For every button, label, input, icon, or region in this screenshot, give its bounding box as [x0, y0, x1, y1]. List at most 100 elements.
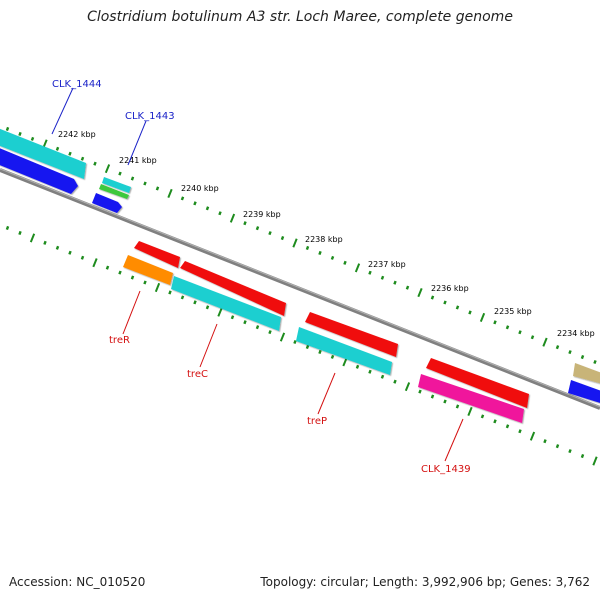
upper-minor-tick	[443, 300, 447, 305]
lower-major-tick	[467, 406, 473, 416]
lower-minor-tick	[168, 290, 172, 295]
tick-label-2240: 2240 kbp	[181, 184, 219, 193]
lower-minor-tick	[205, 305, 210, 310]
gene-clk-1443-rna[interactable]	[99, 184, 129, 199]
upper-major-tick	[542, 337, 548, 347]
upper-minor-tick	[530, 335, 535, 340]
lower-major-tick	[404, 382, 411, 392]
upper-minor-tick	[580, 354, 585, 360]
lower-minor-tick	[455, 404, 460, 409]
lower-minor-tick	[443, 399, 447, 404]
lower-minor-tick	[393, 379, 397, 384]
lower-minor-tick	[293, 339, 297, 345]
upper-minor-tick	[568, 350, 572, 355]
gene-tre-r-upper[interactable]	[134, 241, 180, 268]
leader-clk-1439	[444, 418, 464, 462]
tick-label-2235: 2235 kbp	[494, 307, 532, 316]
lower-major-tick	[279, 332, 286, 342]
upper-minor-tick	[193, 201, 197, 206]
lower-minor-tick	[368, 369, 372, 374]
upper-minor-tick	[143, 181, 147, 186]
genome-backbone	[0, 168, 600, 410]
lower-minor-tick	[543, 439, 547, 444]
upper-major-tick	[354, 263, 361, 273]
lower-major-tick	[529, 431, 536, 441]
upper-major-tick	[104, 164, 111, 174]
lower-minor-tick	[105, 265, 110, 270]
gene-label-tre-r[interactable]: treR	[109, 335, 130, 346]
gene-tre-c[interactable]	[171, 276, 281, 331]
gene-tre-p[interactable]	[296, 327, 392, 375]
gene-tre-c-red[interactable]	[180, 261, 286, 316]
leader-tre-p	[317, 372, 336, 415]
upper-minor-tick	[205, 206, 210, 211]
tick-label-2239: 2239 kbp	[243, 210, 281, 219]
lower-minor-tick	[243, 320, 247, 325]
lower-minor-tick	[130, 275, 135, 280]
upper-minor-tick	[493, 320, 497, 325]
upper-minor-tick	[118, 171, 122, 176]
lower-minor-tick	[568, 449, 572, 454]
upper-minor-tick	[5, 126, 10, 132]
lower-minor-tick	[193, 300, 197, 305]
upper-minor-tick	[93, 161, 97, 166]
upper-minor-tick	[30, 136, 35, 141]
lower-minor-tick	[580, 453, 585, 459]
tick-label-2238: 2238 kbp	[305, 235, 343, 244]
leader-tre-r	[122, 290, 141, 335]
gene-label-tre-c[interactable]: treC	[187, 369, 208, 380]
upper-minor-tick	[18, 131, 22, 137]
gene-clk-1444-cds[interactable]	[0, 121, 86, 179]
lower-minor-tick	[18, 230, 22, 236]
upper-minor-tick	[80, 156, 85, 161]
gene-label-tre-p[interactable]: treP	[307, 416, 327, 427]
upper-minor-tick	[255, 226, 260, 231]
upper-minor-tick	[330, 255, 335, 260]
lower-minor-tick	[55, 245, 60, 250]
gene-clk-1439-red[interactable]	[426, 358, 529, 408]
upper-minor-tick	[555, 345, 560, 350]
upper-minor-tick	[130, 176, 135, 181]
leader-clk-1443	[127, 120, 147, 166]
gene-label-clk-1444[interactable]: CLK_1444	[52, 79, 102, 90]
lower-minor-tick	[80, 255, 85, 260]
gene-clk-1439[interactable]	[418, 374, 524, 423]
lower-major-tick	[592, 456, 598, 466]
lower-minor-tick	[505, 424, 510, 429]
lower-minor-tick	[43, 240, 47, 245]
gene-clk-1443[interactable]	[92, 193, 122, 213]
gene-edge-khaki[interactable]	[573, 363, 600, 386]
upper-major-tick	[292, 238, 298, 248]
tick-label-2236: 2236 kbp	[431, 284, 469, 293]
tick-label-2237: 2237 kbp	[368, 260, 406, 269]
lower-minor-tick	[305, 344, 310, 350]
gene-clk-1444[interactable]	[0, 140, 78, 194]
gene-tre-p-red[interactable]	[305, 312, 398, 357]
upper-minor-tick	[218, 211, 222, 216]
gene-label-clk-1443[interactable]: CLK_1443	[125, 111, 175, 122]
upper-minor-tick	[343, 260, 347, 265]
upper-minor-tick	[405, 285, 410, 290]
lower-minor-tick	[418, 389, 422, 394]
lower-minor-tick	[355, 364, 360, 369]
lower-minor-tick	[255, 325, 260, 330]
upper-major-tick	[167, 188, 173, 198]
gene-tre-r[interactable]	[123, 255, 173, 285]
lower-minor-tick	[268, 330, 272, 335]
upper-minor-tick	[305, 245, 310, 251]
upper-major-tick	[417, 288, 423, 298]
tick-label-2234: 2234 kbp	[557, 329, 595, 338]
upper-major-tick	[229, 213, 236, 223]
lower-major-tick	[154, 282, 161, 293]
gene-label-clk-1439[interactable]: CLK_1439	[421, 464, 471, 475]
upper-minor-tick	[393, 280, 397, 285]
lower-major-tick	[92, 258, 98, 268]
upper-minor-tick	[68, 151, 72, 156]
upper-major-tick	[479, 312, 486, 322]
gene-clk-1443-cds[interactable]	[102, 177, 131, 193]
lower-minor-tick	[430, 394, 435, 399]
lower-minor-tick	[493, 419, 497, 424]
gene-edge-blue[interactable]	[568, 380, 600, 406]
lower-minor-tick	[180, 295, 185, 300]
